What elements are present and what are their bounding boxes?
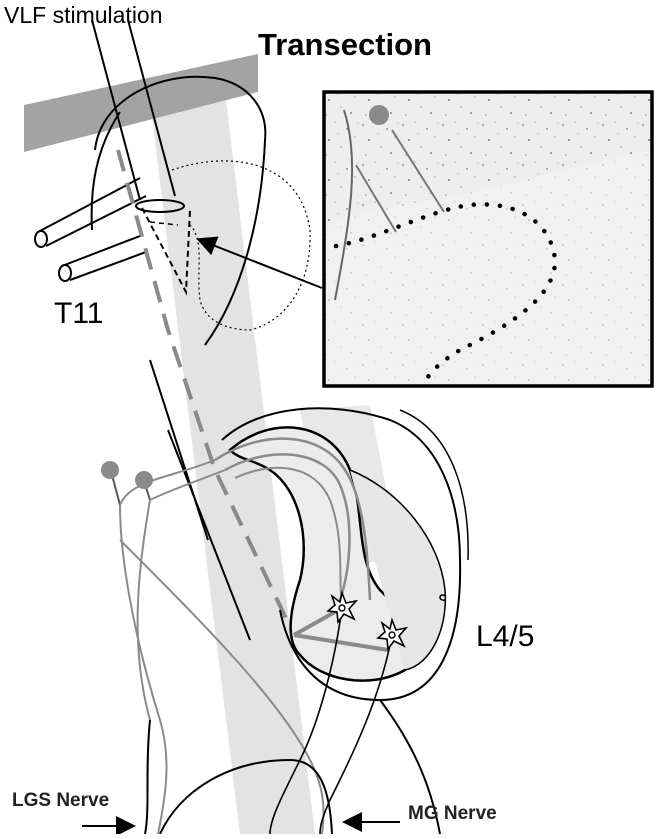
lgs-nerve-label: LGS Nerve — [12, 790, 109, 812]
sensory-cell-body-1 — [101, 461, 119, 479]
lower-root — [62, 236, 146, 280]
t11-label: T11 — [54, 297, 103, 331]
sensory-stalk-1 — [112, 475, 120, 505]
lgs-nerve-outline — [145, 720, 150, 834]
mg-nerve-label: MG Nerve — [408, 803, 497, 825]
histology-micrograph — [324, 92, 652, 386]
transection-label: Transection — [258, 27, 432, 63]
lgs-nerve-path-2 — [138, 500, 150, 720]
vlf-stimulation-label: VLF stimulation — [4, 2, 163, 29]
lower-root-end — [59, 265, 71, 281]
lgs-nerve-path — [120, 505, 166, 834]
upper-root-end — [35, 231, 47, 247]
l45-label: L4/5 — [476, 620, 534, 654]
micrograph-electrode-marker — [369, 105, 389, 125]
